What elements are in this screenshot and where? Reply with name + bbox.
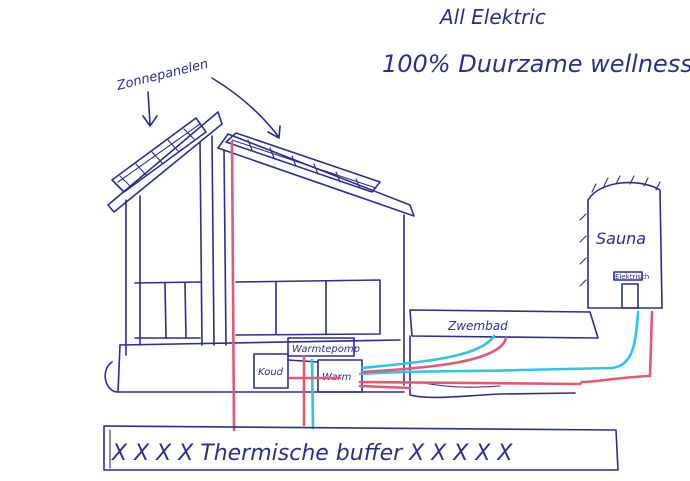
solar-panel-left [111, 117, 207, 193]
thermal-buffer [103, 425, 619, 471]
left-building [107, 111, 223, 356]
solar-panels-label: Zonnepanelen [114, 57, 209, 94]
pool-label: Zwembad [447, 319, 508, 333]
heat-pump-label: Warmtepomp [292, 344, 360, 355]
arrow-to-left-panels [142, 91, 158, 127]
electric-label: Elektrisch [615, 273, 649, 281]
header-line-2: 100% Duurzame wellness [382, 50, 690, 78]
pipes [230, 140, 654, 432]
heat-pump-unit [253, 337, 363, 393]
arrow-to-right-panels [211, 77, 281, 139]
sauna [579, 175, 663, 309]
sauna-label: Sauna [596, 229, 646, 248]
cold-label: Koud [258, 367, 284, 378]
thermal-buffer-label: X X X X Thermische buffer X X X X X [111, 441, 513, 466]
main-building [104, 132, 415, 393]
header-line-1: All Elektric [438, 5, 546, 29]
solar-panel-right [225, 132, 381, 193]
hot-pipe-main-riser [230, 140, 236, 432]
